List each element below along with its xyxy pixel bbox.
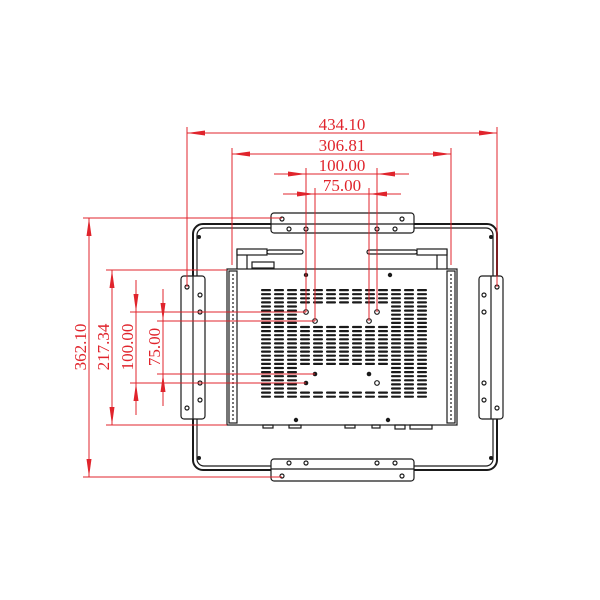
bottom-bracket [270, 458, 415, 482]
bracket-hole-icon [392, 460, 398, 466]
dim-vesa-75-v: 75.00 [145, 289, 315, 406]
dimension-lines: 434.10 306.81 100.00 75.00 [71, 115, 498, 478]
right-antenna [366, 248, 448, 271]
monitor-rear-view [180, 212, 504, 482]
dim-label-chassis-height: 217.34 [94, 323, 113, 370]
dim-vesa-75-h: 75.00 [283, 176, 401, 321]
bracket-hole-icon [197, 292, 203, 298]
dim-chassis-height: 217.34 [94, 269, 227, 426]
bracket-hole-icon [286, 460, 292, 466]
dim-label-vesa-100-v: 100.00 [118, 324, 137, 371]
dim-label-vesa-75-h: 75.00 [323, 176, 361, 195]
frame-screw-icon [197, 456, 201, 460]
dim-label-vesa-75-v: 75.00 [145, 328, 164, 366]
dim-label-overall-height: 362.10 [71, 324, 90, 371]
dim-chassis-width: 306.81 [231, 136, 452, 265]
dim-label-vesa-100-h: 100.00 [319, 156, 366, 175]
left-antenna [236, 248, 304, 271]
dim-vesa-100-v: 100.00 [118, 280, 306, 415]
bracket-hole-icon [399, 216, 405, 222]
vesa-75-hole-icon [366, 371, 372, 377]
top-bracket [270, 212, 415, 234]
bracket-hole-icon [392, 226, 398, 232]
bracket-hole-icon [481, 292, 487, 298]
dim-label-overall-width: 434.10 [319, 115, 366, 134]
bracket-hole-icon [184, 405, 190, 411]
bracket-hole-icon [481, 380, 487, 386]
bracket-hole-icon [399, 473, 405, 479]
frame-screw-icon [489, 235, 493, 239]
frame-screw-icon [197, 235, 201, 239]
dim-overall-width: 434.10 [186, 115, 498, 287]
bracket-hole-icon [197, 397, 203, 403]
bracket-hole-icon [494, 405, 500, 411]
vent-grille [261, 289, 427, 398]
bracket-hole-icon [374, 460, 380, 466]
bracket-hole-icon [286, 226, 292, 232]
right-bracket [478, 275, 504, 420]
dim-overall-height: 362.10 [71, 217, 282, 478]
bracket-hole-icon [303, 460, 309, 466]
dim-vesa-100-h: 100.00 [274, 156, 409, 312]
frame-screw-icon [489, 456, 493, 460]
bracket-hole-icon [481, 309, 487, 315]
rear-chassis [226, 268, 458, 430]
bracket-hole-icon [481, 397, 487, 403]
vesa-100-hole-icon [374, 380, 380, 386]
dim-label-chassis-width: 306.81 [319, 136, 366, 155]
left-bracket [180, 275, 206, 420]
